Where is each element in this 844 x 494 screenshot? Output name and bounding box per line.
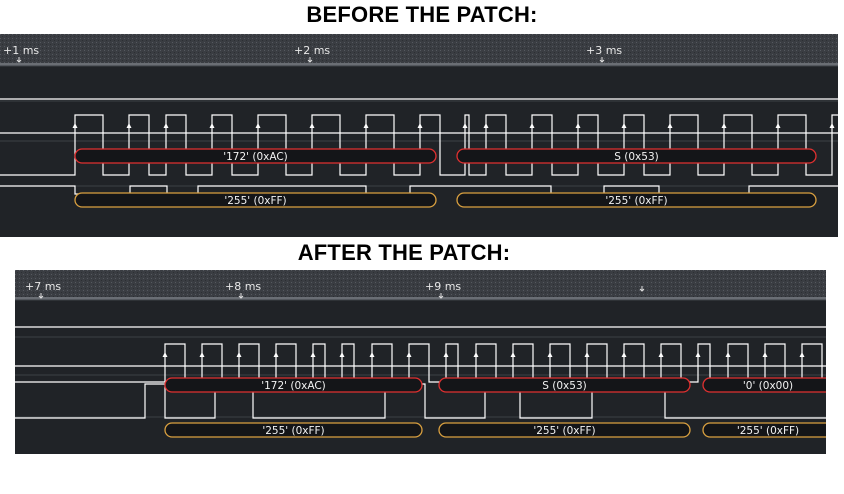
before-mosi-decoded-1[interactable]: S (0x53): [456, 148, 817, 164]
after-mosi-decoded-1[interactable]: S (0x53): [438, 377, 691, 393]
before-waveform-svg[interactable]: +1 ms +2 ms +3 ms '172' (0xAC) S (0x53) '255'…: [0, 34, 838, 237]
after-ruler-label-2: +9 ms: [425, 280, 461, 293]
after-miso-label-2: '255' (0xFF): [737, 425, 799, 437]
before-miso-label-1: '255' (0xFF): [605, 195, 667, 207]
before-mosi-decoded-0[interactable]: '172' (0xAC): [74, 148, 437, 164]
after-ruler-tick-extra: [639, 286, 645, 292]
before-clock-trace: [0, 114, 838, 176]
after-ruler-tick-1: [238, 293, 244, 299]
after-miso-label-1: '255' (0xFF): [533, 425, 595, 437]
after-miso-decoded-0[interactable]: '255' (0xFF): [164, 422, 423, 438]
before-miso-decoded-0[interactable]: '255' (0xFF): [74, 192, 437, 208]
after-ruler-tick-2: [438, 293, 444, 299]
after-mosi-label-0: '172' (0xAC): [261, 380, 326, 392]
before-ruler-label-2: +3 ms: [586, 44, 622, 57]
heading-before: BEFORE THE PATCH:: [306, 2, 538, 27]
before-ruler-label-1: +2 ms: [294, 44, 330, 57]
after-ruler-label-0: +7 ms: [25, 280, 61, 293]
logic-analyzer-panel-after[interactable]: +7 ms +8 ms +9 ms '172' (0xAC) S (0x53) '0' (…: [15, 270, 826, 454]
before-ruler-tick-1: [307, 57, 313, 63]
after-channel-row-0[interactable]: [15, 300, 826, 337]
before-ruler-tick-0: [16, 57, 22, 63]
after-miso-decoded-1[interactable]: '255' (0xFF): [438, 422, 691, 438]
before-time-ruler[interactable]: [0, 34, 838, 66]
after-mosi-label-2: '0' (0x00): [743, 380, 793, 392]
before-miso-label-0: '255' (0xFF): [224, 195, 286, 207]
before-mosi-label-1: S (0x53): [614, 151, 658, 163]
after-ruler-label-1: +8 ms: [225, 280, 261, 293]
before-ruler-label-0: +1 ms: [3, 44, 39, 57]
after-miso-decoded-2[interactable]: '255' (0xFF): [702, 422, 826, 438]
after-channel-row-1[interactable]: [15, 337, 826, 375]
after-channel-row-3[interactable]: [15, 417, 826, 454]
after-ruler-tick-0: [38, 293, 44, 299]
heading-after: AFTER THE PATCH:: [297, 240, 511, 265]
logic-analyzer-panel-before[interactable]: +1 ms +2 ms +3 ms '172' (0xAC) S (0x53) '255'…: [0, 34, 838, 237]
before-channel-row-0[interactable]: [0, 66, 838, 101]
after-mosi-decoded-0[interactable]: '172' (0xAC): [164, 377, 423, 393]
before-channel-row-1[interactable]: [0, 101, 838, 141]
after-time-ruler[interactable]: [15, 270, 826, 300]
after-mosi-label-1: S (0x53): [542, 380, 586, 392]
after-miso-label-0: '255' (0xFF): [262, 425, 324, 437]
before-ruler-tick-2: [599, 57, 605, 63]
before-miso-decoded-1[interactable]: '255' (0xFF): [456, 192, 817, 208]
after-waveform-svg[interactable]: +7 ms +8 ms +9 ms '172' (0xAC) S (0x53) '0' (…: [15, 270, 826, 454]
before-mosi-label-0: '172' (0xAC): [223, 151, 288, 163]
after-mosi-decoded-2[interactable]: '0' (0x00): [702, 377, 826, 393]
